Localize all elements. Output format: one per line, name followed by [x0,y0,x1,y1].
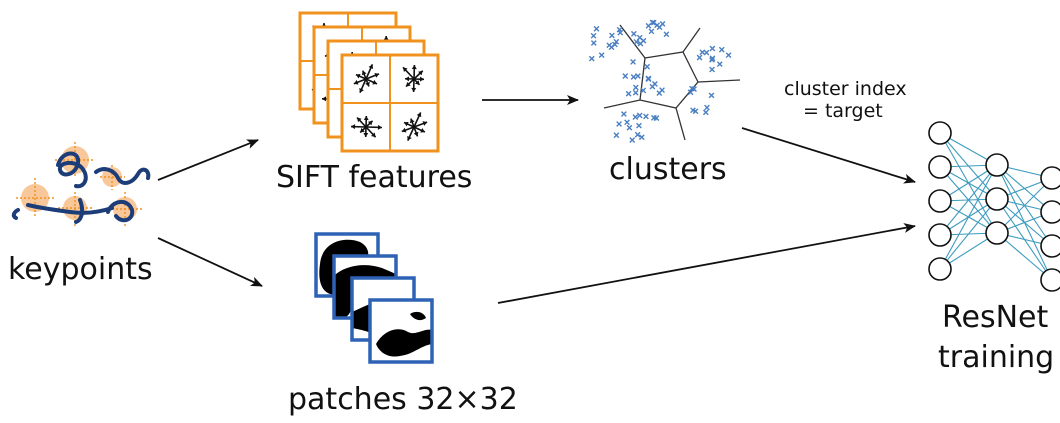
cluster-point [625,120,630,125]
cluster-point [719,47,724,52]
cluster-point [591,41,596,46]
cluster-point [703,110,708,115]
cluster-point [633,90,638,95]
patches-label: patches 32×32 [288,382,518,417]
network-node [1041,269,1060,291]
network-node [1041,167,1060,189]
cluster-point [617,122,622,127]
cluster-point [622,112,627,117]
cluster-point [630,138,635,143]
patch-stack [316,234,432,362]
sift-feature-stack [300,13,438,151]
cluster-point [636,74,641,79]
cluster-point [650,84,655,89]
cluster-point [717,62,722,67]
network-node [1041,201,1060,223]
cluster-point [589,56,594,61]
patch-frame [370,300,432,362]
cluster-point [710,46,715,51]
resnet-label: ResNet [942,300,1048,335]
arrow-clusters-to-resnet [742,128,915,182]
cluster-point [594,26,599,31]
target-label: = target [803,100,883,122]
cluster-point [646,23,651,28]
cluster-point [644,114,649,119]
cluster-point [639,135,644,140]
cluster-point [637,113,642,118]
network-node [929,258,951,280]
cluster-point [664,32,669,37]
keypoints-handwriting-image [14,142,148,226]
network-node [929,156,951,178]
cluster-point [704,50,709,55]
cluster-point [660,88,665,93]
cluster-index-label: cluster index [784,78,907,100]
cluster-point [637,123,642,128]
cluster-point [626,91,631,96]
clusters-voronoi [589,20,740,142]
resnet-network-icon [929,122,1060,291]
cluster-point [599,53,604,58]
cluster-point [641,38,646,43]
network-node [929,190,951,212]
cluster-point [705,105,710,110]
cluster-point [627,125,632,130]
network-node [1041,235,1060,257]
cluster-point [614,133,619,138]
cluster-point [631,31,636,36]
cluster-point [631,75,636,80]
cluster-point [633,85,638,90]
cluster-point [631,60,636,65]
cluster-point [591,33,596,38]
network-node [986,154,1008,176]
cluster-point [607,43,612,48]
cluster-point [635,132,640,137]
network-node [929,224,951,246]
cluster-point [649,29,654,34]
cluster-point [710,67,715,72]
cluster-point [610,33,615,38]
training-label: training [938,340,1054,375]
cluster-point [697,55,702,60]
network-node [986,188,1008,210]
cluster-point [726,53,731,58]
arrow-keypoints-to-patches [158,238,262,286]
flow-arrows [158,100,915,303]
keypoints-label: keypoints [8,252,153,287]
cluster-point [623,74,628,79]
sift-frame [342,55,438,151]
cluster-point [645,64,650,69]
cluster-point [709,93,714,98]
network-node [929,122,951,144]
cluster-point [633,115,638,120]
arrow-patches-to-resnet [498,226,915,303]
voronoi-edges [604,25,740,140]
network-node [986,222,1008,244]
sift-features-label: SIFT features [276,160,472,195]
cluster-point [657,25,662,30]
clusters-label: clusters [609,152,727,187]
arrow-keypoints-to-sift [158,140,258,180]
